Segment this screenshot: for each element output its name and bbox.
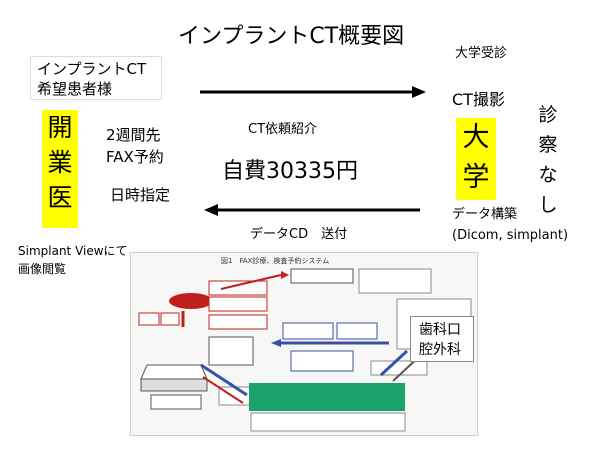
booking-line-1: 2週間先 xyxy=(106,126,161,144)
clinic-char-1: 開 xyxy=(47,113,73,142)
arrow-to-university xyxy=(200,86,426,98)
clinic-label: 開 業 医 xyxy=(42,110,78,228)
data-build-label: データ構築 xyxy=(452,207,518,222)
date-note: 日時指定 xyxy=(110,186,171,204)
no-exam-char-2: 察 xyxy=(538,134,558,156)
cost-label: 自費30335円 xyxy=(222,159,358,184)
data-cd-label: データCD 送付 xyxy=(250,227,348,242)
no-exam-char-1: 診 xyxy=(538,104,558,126)
clinic-char-3: 医 xyxy=(47,183,73,212)
figure-caption: 図1 FAX診療、検査予約システム xyxy=(221,257,330,265)
no-exam-label: 診 察 な し xyxy=(538,100,558,220)
ct-scan-label: CT撮影 xyxy=(452,90,505,109)
page-title: インプラントCT概要図 xyxy=(178,24,405,49)
patient-box: インプラントCT 希望患者様 xyxy=(30,56,162,100)
formats-label: (Dicom, simplant) xyxy=(452,228,569,243)
booking-note: 2週間先 FAX予約 xyxy=(106,124,164,168)
dental-surgery-label: 歯科口腔外科 xyxy=(410,316,474,362)
university-char-1: 大 xyxy=(462,122,490,153)
university-visit-label: 大学受診 xyxy=(455,46,508,61)
no-exam-char-4: し xyxy=(538,194,558,216)
figure-drawing xyxy=(138,268,472,432)
simplant-note: Simplant Viewにて画像閲覧 xyxy=(18,244,128,276)
patient-line-2: 希望患者様 xyxy=(37,80,113,98)
referral-label: CT依頼紹介 xyxy=(248,122,318,137)
clinic-char-2: 業 xyxy=(47,148,73,177)
arrow-to-clinic xyxy=(204,204,420,216)
no-exam-char-3: な xyxy=(538,164,558,186)
booking-line-2: FAX予約 xyxy=(106,148,164,166)
university-label: 大 学 xyxy=(456,118,496,200)
patient-line-1: インプラントCT xyxy=(37,60,147,78)
university-char-2: 学 xyxy=(462,162,490,193)
